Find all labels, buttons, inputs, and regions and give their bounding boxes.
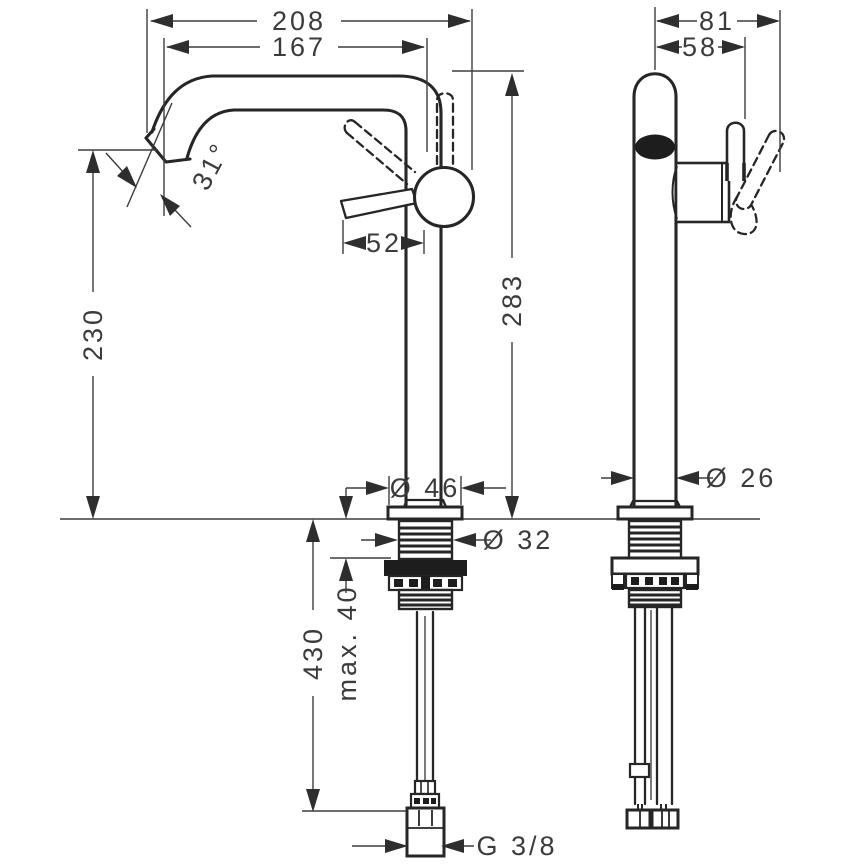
dimension-thread-g38: G 3/8 bbox=[352, 831, 557, 861]
base-plate bbox=[386, 505, 464, 521]
dimension-max-mounting-40: max. 40 bbox=[330, 488, 391, 702]
dim-label-dia46: Ø 46 bbox=[390, 473, 461, 503]
dim-label-g38: G 3/8 bbox=[476, 831, 557, 861]
spout-inner-outline bbox=[185, 108, 408, 509]
spout-outer-outline bbox=[150, 74, 443, 170]
arrowhead bbox=[385, 839, 408, 853]
front-supply-hose bbox=[405, 610, 446, 858]
arrowhead bbox=[505, 496, 519, 519]
dim-label-58: 58 bbox=[682, 32, 718, 62]
dimension-handle-52: 52 bbox=[342, 220, 425, 258]
arrowhead bbox=[86, 496, 100, 519]
column-base-joint bbox=[402, 498, 448, 509]
hose-connector-right bbox=[650, 808, 680, 830]
arrowhead bbox=[339, 496, 353, 519]
side-base-plate bbox=[616, 505, 694, 521]
side-base-set bbox=[610, 499, 700, 609]
lower-thread bbox=[397, 588, 454, 611]
arrowhead bbox=[448, 14, 471, 28]
arrowhead bbox=[453, 533, 476, 547]
dimension-hose-length-430: 430 bbox=[298, 519, 406, 812]
arrowhead bbox=[757, 14, 780, 28]
spout bbox=[144, 74, 443, 509]
front-base-set bbox=[384, 498, 467, 611]
arrowhead bbox=[339, 558, 353, 581]
arrowhead bbox=[505, 73, 519, 96]
mounting-nut-detail bbox=[387, 574, 464, 594]
handle-body bbox=[674, 161, 731, 224]
arrowhead bbox=[611, 471, 634, 485]
dim-label-31deg: 31° bbox=[186, 137, 236, 195]
hose-connector-left bbox=[625, 808, 652, 830]
arrowhead bbox=[166, 40, 189, 54]
side-column-outline bbox=[632, 72, 678, 509]
side-column-base-joint bbox=[628, 499, 682, 509]
aerator-outlet bbox=[635, 134, 675, 160]
handle-knob bbox=[412, 165, 476, 229]
arrowhead bbox=[160, 194, 180, 216]
arrowhead bbox=[461, 481, 484, 495]
dimension-shank-diameter-32: Ø 32 bbox=[361, 525, 554, 555]
side-lower-thread bbox=[627, 588, 683, 609]
dimension-base-diameter-46: Ø 46 bbox=[346, 473, 506, 505]
dimension-spout-reach-167: 167 bbox=[163, 32, 428, 216]
side-supply-hoses bbox=[625, 606, 680, 830]
dim-label-dia26: Ø 26 bbox=[706, 463, 777, 493]
arrowhead bbox=[656, 40, 679, 54]
front-view bbox=[144, 74, 476, 858]
dim-label-208: 208 bbox=[272, 6, 326, 36]
dimension-total-depth-208: 208 bbox=[146, 6, 473, 170]
dim-label-81: 81 bbox=[699, 6, 735, 36]
dim-label-dia32: Ø 32 bbox=[483, 525, 554, 555]
handle-pin bbox=[725, 121, 746, 181]
dimension-spout-angle-31: 31° bbox=[105, 102, 236, 228]
dimension-side-handle-58: 58 bbox=[656, 32, 746, 119]
dimension-spout-height-230: 230 bbox=[78, 149, 158, 519]
arrowhead bbox=[86, 150, 100, 173]
mounting-nut bbox=[384, 560, 467, 576]
arrowhead bbox=[441, 839, 464, 853]
arrowhead bbox=[306, 789, 320, 812]
dim-label-max40: max. 40 bbox=[332, 584, 362, 701]
handle-dashed-swing bbox=[729, 129, 786, 236]
threaded-shank bbox=[397, 519, 454, 561]
dim-label-52: 52 bbox=[366, 228, 402, 258]
dimension-side-width-81: 81 bbox=[654, 6, 781, 172]
arrowhead bbox=[150, 14, 173, 28]
side-threaded-shank bbox=[627, 519, 683, 560]
spout-outlet bbox=[144, 127, 192, 164]
arrowhead bbox=[656, 14, 679, 28]
arrowhead bbox=[117, 166, 137, 188]
arrowhead bbox=[375, 533, 398, 547]
side-view bbox=[610, 72, 786, 830]
dim-label-230: 230 bbox=[78, 307, 108, 361]
dim-label-430: 430 bbox=[298, 626, 328, 680]
dimension-total-height-283: 283 bbox=[452, 70, 527, 519]
arrowhead bbox=[401, 236, 424, 250]
arrowhead bbox=[306, 519, 320, 542]
dim-label-167: 167 bbox=[272, 32, 326, 62]
arrowhead bbox=[402, 40, 425, 54]
dimension-column-diameter-26: Ø 26 bbox=[601, 463, 777, 493]
dim-label-283: 283 bbox=[497, 273, 527, 327]
arrowhead bbox=[343, 236, 366, 250]
side-handle bbox=[671, 121, 786, 236]
arrowhead bbox=[676, 471, 699, 485]
arrowhead bbox=[722, 40, 745, 54]
side-mounting-nut bbox=[610, 556, 700, 590]
arrowhead bbox=[366, 481, 389, 495]
hose-connector-nut bbox=[405, 806, 446, 858]
